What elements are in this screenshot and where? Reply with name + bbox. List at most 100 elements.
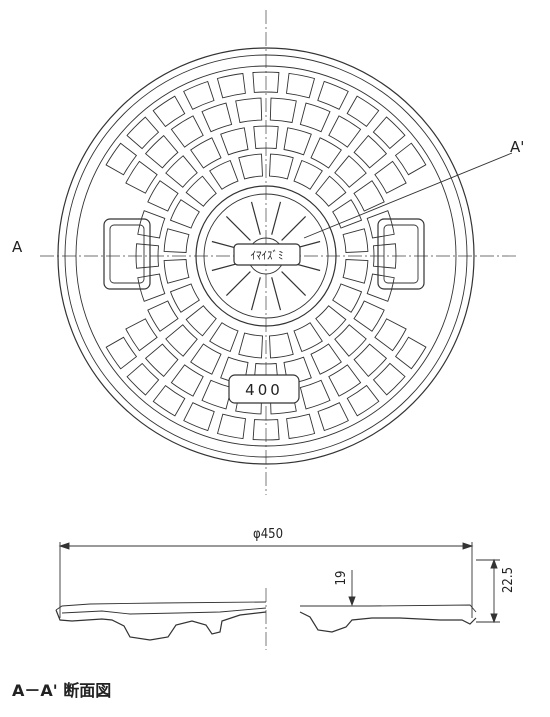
pattern-segment — [183, 80, 215, 110]
pattern-segment — [315, 305, 347, 337]
pattern-segment — [170, 115, 204, 148]
section-profile-right — [299, 611, 477, 633]
pattern-segment — [374, 318, 407, 352]
pattern-segment — [169, 283, 200, 313]
center-spoke — [281, 271, 307, 297]
pattern-segment — [253, 125, 279, 149]
pattern-segment — [332, 283, 363, 313]
center-medallion-outer — [195, 185, 337, 327]
pattern-segment — [147, 180, 179, 212]
center-spoke — [281, 215, 307, 241]
pattern-segment — [317, 402, 349, 432]
pattern-segment — [201, 102, 233, 133]
pattern-boundary — [75, 65, 457, 447]
pattern-segment — [299, 379, 331, 410]
pattern-segment — [209, 322, 239, 353]
pattern-segment — [238, 153, 263, 180]
pattern-segment — [366, 273, 395, 302]
pattern-segment — [334, 155, 367, 188]
center-spoke — [225, 215, 251, 241]
pattern-segment — [332, 199, 363, 229]
pattern-segment — [353, 180, 385, 212]
pattern-segment — [209, 159, 239, 190]
pattern-segment — [163, 228, 190, 253]
outer-rim — [57, 47, 475, 465]
diameter-label: φ450 — [253, 527, 283, 542]
maker-plate-text: ｲﾏｲｽﾞﾐ — [251, 249, 284, 262]
pattern-segment — [334, 324, 367, 357]
outer-rim-inner — [64, 54, 468, 458]
pattern-segment — [346, 95, 380, 128]
pattern-segment — [315, 175, 347, 207]
pattern-segment — [137, 210, 166, 239]
center-spoke — [225, 271, 251, 297]
pattern-segment — [185, 305, 217, 337]
pattern-segment — [126, 362, 160, 396]
section-label-left: A — [12, 238, 23, 256]
pattern-segment — [165, 324, 198, 357]
center-spoke — [250, 201, 261, 235]
pattern-segment — [353, 300, 385, 332]
pattern-segment — [105, 336, 138, 370]
pattern-segment — [372, 362, 406, 396]
center-medallion — [203, 193, 329, 319]
pattern-segment — [190, 137, 222, 169]
center-spoke — [250, 277, 261, 311]
pattern-segment — [183, 402, 215, 432]
pattern-segment — [310, 137, 342, 169]
leader-line-a-prime — [303, 152, 513, 239]
pattern-segment — [238, 332, 263, 359]
lift-pocket-right-inner — [383, 224, 419, 284]
pattern-segment — [310, 343, 342, 375]
pattern-segment — [135, 243, 159, 269]
pattern-segment — [152, 95, 186, 128]
center-spoke — [271, 277, 282, 311]
pattern-segment — [373, 243, 397, 269]
pattern-segment — [353, 134, 388, 169]
pattern-segment — [163, 259, 190, 284]
pattern-segment — [170, 364, 204, 397]
pattern-segment — [144, 343, 179, 378]
pattern-segment — [342, 228, 369, 253]
pattern-segment — [137, 273, 166, 302]
pattern-segment — [144, 134, 179, 169]
pattern-segment — [235, 97, 263, 124]
section-view: φ450 19 22.5 A－A' 断面図 — [12, 527, 516, 700]
pattern-segment — [165, 155, 198, 188]
pattern-segment — [293, 322, 323, 353]
section-caption: A－A' 断面図 — [12, 681, 111, 700]
maker-plate — [233, 243, 301, 266]
pattern-segment — [269, 97, 297, 124]
pattern-segment — [366, 210, 395, 239]
pattern-segment — [169, 199, 200, 229]
pattern-segment — [283, 127, 312, 156]
cover-pattern — [105, 71, 427, 441]
pattern-segment — [328, 115, 362, 148]
pattern-segment — [394, 142, 427, 176]
lift-pocket-left — [103, 218, 151, 290]
pattern-segment — [252, 71, 280, 93]
lift-pocket-right — [377, 218, 425, 290]
pattern-segment — [125, 318, 158, 352]
pattern-segment — [105, 142, 138, 176]
pattern-segment — [299, 102, 331, 133]
pattern-segment — [353, 343, 388, 378]
pattern-segment — [293, 159, 323, 190]
pattern-segment — [374, 160, 407, 194]
center-spoke — [271, 201, 282, 235]
pattern-segment — [252, 419, 280, 441]
lift-pocket-left-inner — [109, 224, 145, 284]
pattern-segment — [201, 379, 233, 410]
pattern-segment — [220, 127, 249, 156]
pattern-segment — [286, 413, 316, 440]
pattern-segment — [126, 116, 160, 150]
center-spokes — [211, 201, 321, 311]
pattern-segment — [317, 80, 349, 110]
pattern-segment — [216, 72, 246, 99]
pattern-segment — [190, 343, 222, 375]
pattern-segment — [342, 259, 369, 284]
pattern-segment — [285, 72, 316, 99]
section-profile-left — [55, 609, 267, 641]
pattern-segment — [216, 413, 247, 440]
